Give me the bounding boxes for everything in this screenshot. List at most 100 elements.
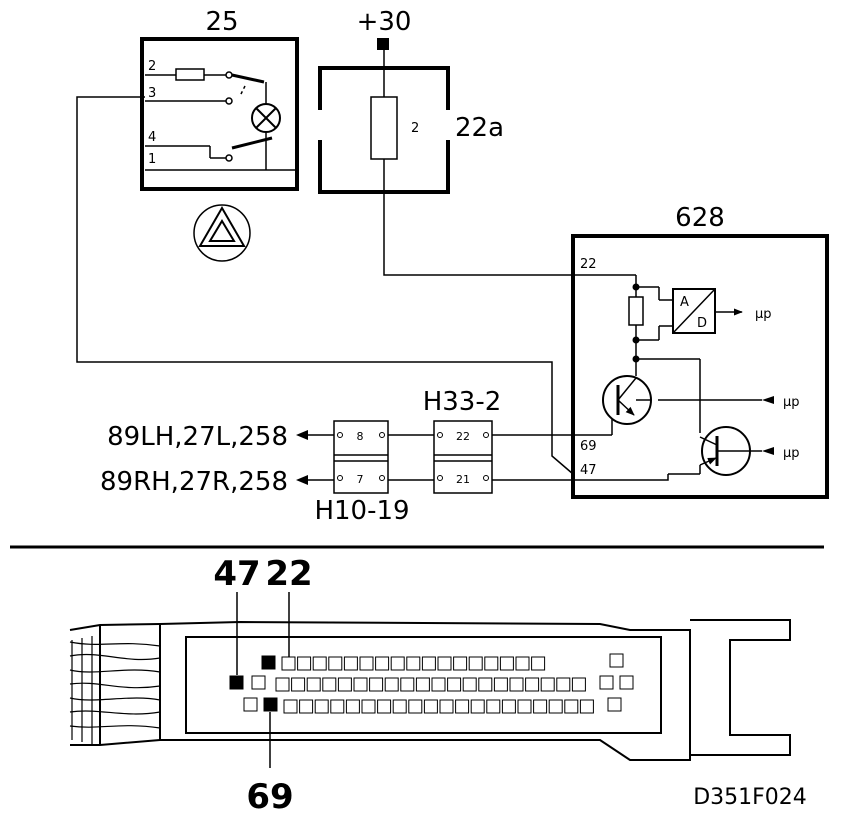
fuse-icon: [370, 96, 398, 160]
plug-pin: [501, 699, 516, 714]
plug-pin: [312, 656, 327, 671]
plug-pin: [345, 699, 360, 714]
ecu-box: [571, 234, 829, 499]
h10-pin-7: 7: [357, 473, 364, 486]
reference-code: D351F024: [693, 785, 807, 810]
plug-pin-grid: [229, 653, 634, 714]
plug-pin: [377, 699, 392, 714]
supply-terminal: [377, 38, 389, 50]
plug-pin: [375, 656, 390, 671]
shunt-resistor-icon: [628, 296, 644, 326]
plug-pin: [579, 699, 594, 714]
plug-pin: [423, 699, 438, 714]
destination-rh: 89RH,27R,258: [100, 467, 288, 497]
ad-d-label: D: [697, 316, 707, 331]
plug-pin: [619, 675, 634, 690]
fuse-pin: 2: [411, 121, 419, 136]
plug-pin: [525, 677, 540, 692]
plug-pin: [291, 677, 306, 692]
plug-pin: [455, 699, 470, 714]
plug-pin-47: [229, 675, 244, 690]
harness-wires: [76, 96, 669, 481]
plug-pin: [493, 677, 508, 692]
connector-h33: H33-2 22 21: [423, 387, 501, 494]
plug-pin: [359, 656, 374, 671]
plug-pin: [400, 677, 415, 692]
plug-pin: [486, 699, 501, 714]
relay-box: [140, 37, 299, 191]
plug-pin: [447, 677, 462, 692]
ecu-id: 628: [675, 203, 725, 233]
h10-pin-8: 8: [357, 430, 364, 443]
ecu-pin-47: 47: [580, 463, 597, 478]
plug-pin: [297, 656, 312, 671]
plug-pin: [453, 656, 468, 671]
plug-pin: [369, 677, 384, 692]
fuse-id: 22a: [455, 113, 504, 143]
plug-pin: [439, 699, 454, 714]
relay-id: 25: [205, 7, 238, 37]
plug-pin: [390, 656, 405, 671]
plug-pin: [599, 675, 614, 690]
wire-bundle-icon: [69, 636, 161, 744]
hazard-relay: 25 2 3 4 1: [140, 7, 299, 262]
plug-pin: [330, 699, 345, 714]
supply-label: +30: [357, 7, 412, 37]
ecu-pin-22: 22: [580, 257, 597, 272]
lamp-icon: [251, 103, 281, 133]
plug-pin: [468, 656, 483, 671]
plug-pin: [415, 677, 430, 692]
plug-pin: [609, 653, 624, 668]
ad-converter-icon: A D: [672, 288, 743, 334]
plug-pin: [548, 699, 563, 714]
fuse-block: +30 2 22a: [318, 7, 504, 194]
plug-pin: [408, 699, 423, 714]
plug-pin: [531, 656, 546, 671]
relay-pin-4: 4: [148, 130, 156, 145]
plug-pin-22: [261, 655, 276, 670]
hazard-triangle-icon: [193, 204, 251, 262]
plug-pin: [343, 656, 358, 671]
plug-pin: [421, 656, 436, 671]
plug-pin: [556, 677, 571, 692]
plug-pin: [283, 699, 298, 714]
plug-pin: [384, 677, 399, 692]
plug-pin: [306, 677, 321, 692]
ecu: 628 22 69 47: [571, 203, 829, 499]
plug-pin: [533, 699, 548, 714]
plug-pin: [509, 677, 524, 692]
plug-pin: [517, 699, 532, 714]
h33-pin-22: 22: [456, 430, 470, 443]
ecu-pin-69: 69: [580, 439, 597, 454]
plug-label-47: 47: [213, 554, 260, 594]
plug-pin: [251, 675, 266, 690]
plug-pin: [353, 677, 368, 692]
plug-pin: [431, 677, 446, 692]
ecu-plug-view: 47 22 69: [69, 554, 791, 817]
up-output-3: µp: [783, 446, 800, 461]
plug-pin: [478, 677, 493, 692]
plug-pin: [571, 677, 586, 692]
plug-pin: [328, 656, 343, 671]
h33-pin-21: 21: [456, 473, 470, 486]
transistor-upper-icon: [602, 375, 652, 425]
destination-lh: 89LH,27L,258: [107, 422, 288, 452]
plug-pin: [299, 699, 314, 714]
plug-pin: [515, 656, 530, 671]
plug-pin: [470, 699, 485, 714]
plug-pin: [243, 697, 258, 712]
plug-pin: [462, 677, 477, 692]
plug-pin: [361, 699, 376, 714]
plug-pin: [322, 677, 337, 692]
plug-pin: [484, 656, 499, 671]
plug-pin: [406, 656, 421, 671]
plug-pin: [540, 677, 555, 692]
h10-label: H10-19: [314, 496, 409, 526]
plug-pin: [337, 677, 352, 692]
relay-pin-2: 2: [148, 59, 156, 74]
relay-pin-1: 1: [148, 152, 156, 167]
plug-label-22: 22: [265, 554, 312, 594]
up-output-1: µp: [755, 307, 772, 322]
plug-pin-69: [263, 697, 278, 712]
